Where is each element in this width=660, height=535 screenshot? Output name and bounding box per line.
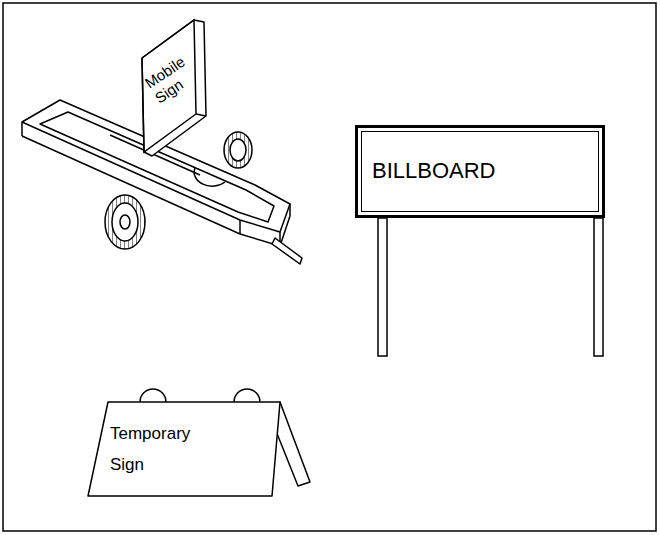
sign-text: Temporary Sign: [110, 418, 190, 481]
tongue: [272, 238, 302, 264]
mobile-sign-panel: Mobile Sign: [130, 14, 212, 184]
frame-border: [3, 3, 656, 531]
temporary-sign: Temporary Sign: [84, 386, 316, 500]
billboard-posts: [378, 218, 603, 356]
near-wheel: [105, 195, 145, 249]
billboard-text: BILLBOARD: [372, 158, 496, 184]
billboard-box: BILLBOARD: [355, 125, 605, 218]
far-wheel: [224, 132, 252, 168]
